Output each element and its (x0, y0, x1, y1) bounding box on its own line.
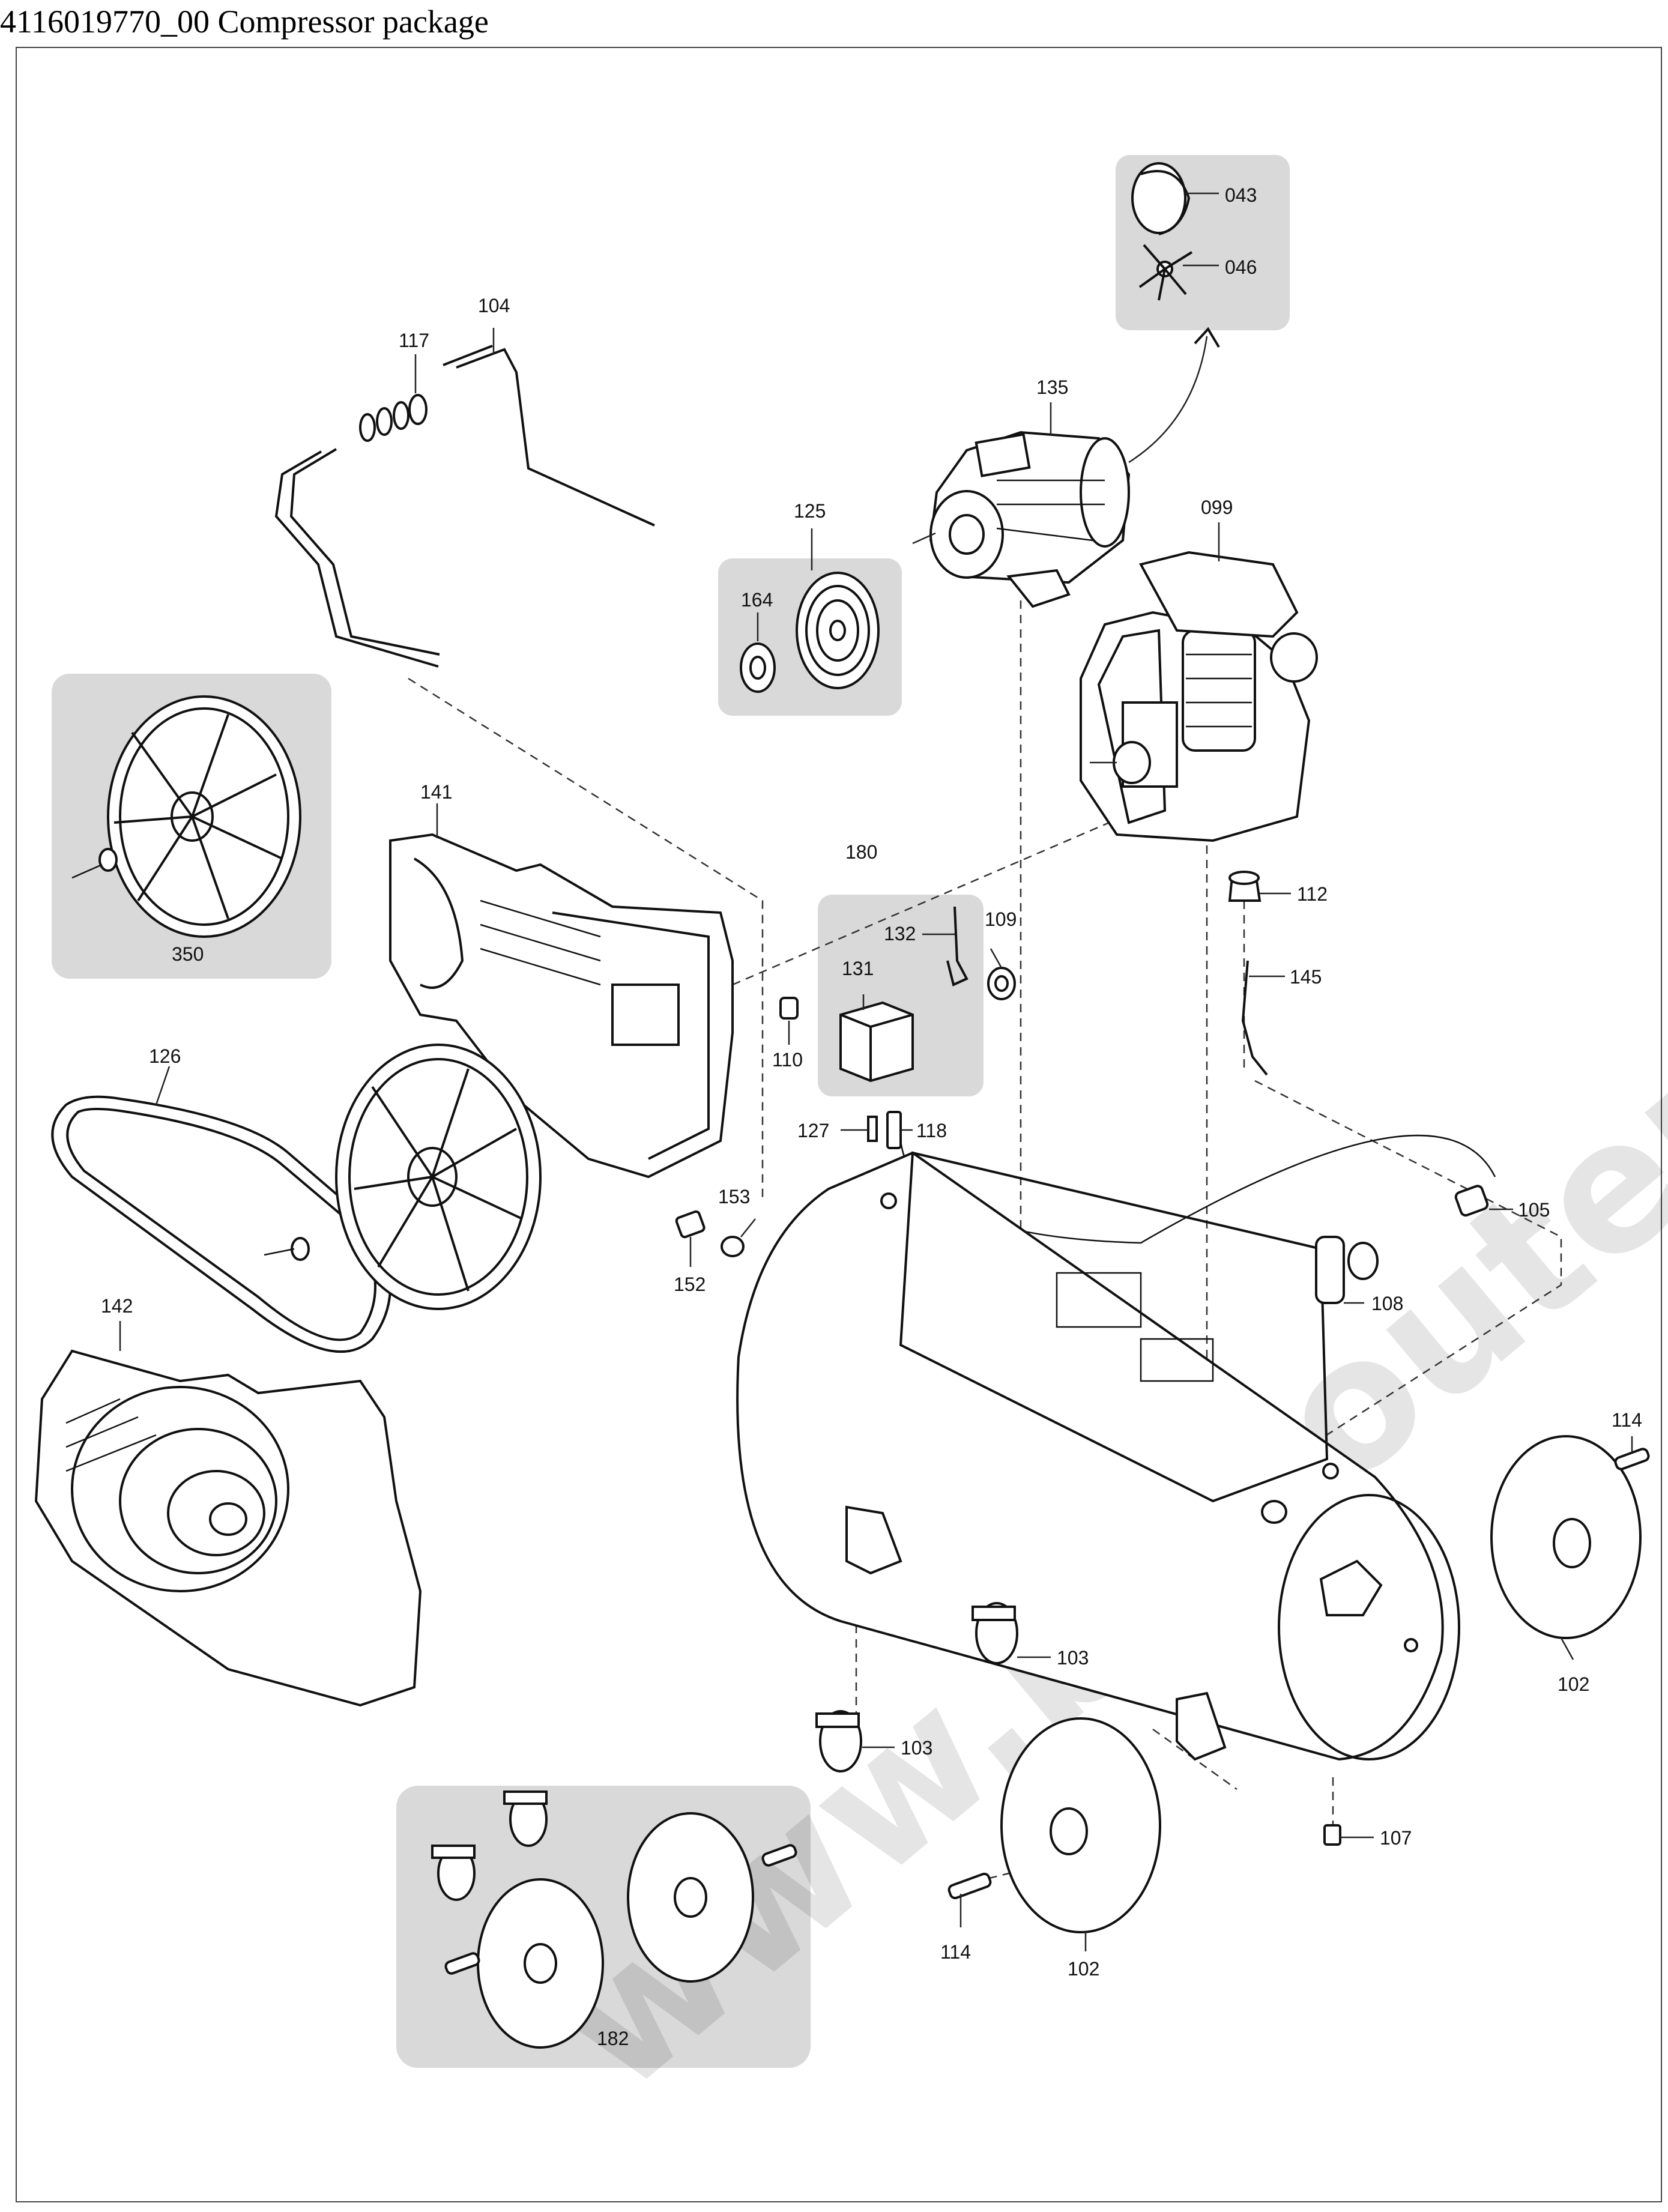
label-117: 117 (399, 330, 429, 351)
label-182: 182 (597, 2028, 629, 2049)
belt-guard-front-part (34, 1349, 422, 1707)
label-153: 153 (718, 1186, 750, 1207)
label-132: 132 (884, 923, 916, 944)
check-valve-part (1228, 871, 1262, 902)
label-152: 152 (674, 1274, 706, 1295)
drain-valve-part (1323, 1824, 1374, 1846)
label-118: 118 (916, 1120, 947, 1141)
pressure-switch-part (839, 1001, 914, 1083)
label-127: 127 (797, 1120, 829, 1141)
nipple-127-part (867, 1116, 878, 1142)
fan-cover-part (1131, 162, 1219, 235)
label-108: 108 (1371, 1293, 1403, 1314)
label-103-lower: 103 (901, 1737, 932, 1759)
label-102-right: 102 (1558, 1673, 1589, 1695)
flywheel-front-part (264, 1044, 542, 1310)
label-350: 350 (172, 943, 204, 965)
fan-detail-arrow (1128, 336, 1208, 464)
motor-pulley-part (796, 572, 880, 689)
label-164: 164 (741, 589, 773, 611)
label-105: 105 (1518, 1199, 1550, 1221)
label-109: 109 (985, 908, 1017, 930)
caster-wheel-upper-part (971, 1602, 1051, 1664)
compressor-pump-part (1080, 551, 1318, 842)
label-126: 126 (149, 1045, 181, 1067)
flywheel-part (71, 695, 301, 938)
fitting-110-part (779, 997, 799, 1020)
plug-152-part (675, 1210, 706, 1239)
pulley-bushing-part (740, 642, 776, 693)
label-110: 110 (772, 1049, 803, 1071)
electric-motor-part (912, 431, 1131, 608)
part-labels: 043 046 104 117 135 125 099 164 141 180 … (101, 184, 1642, 2049)
nut-109-part (987, 967, 1016, 1000)
label-046: 046 (1225, 256, 1257, 278)
fan-part (1138, 244, 1219, 301)
diagram-title: 4116019770_00 Compressor package (0, 4, 489, 40)
wheel-kit-part (431, 1790, 797, 2049)
label-141: 141 (420, 781, 452, 803)
delivery-pipe-part (1241, 960, 1268, 1076)
label-043: 043 (1225, 184, 1257, 206)
label-114-front: 114 (940, 1941, 971, 1963)
air-tank-part (736, 1151, 1460, 1761)
handle-part (274, 345, 655, 668)
wheel-front-part (1000, 1717, 1161, 1951)
label-112: 112 (1297, 883, 1328, 905)
axle-right-part (1614, 1436, 1650, 1470)
label-114-right: 114 (1612, 1409, 1642, 1431)
label-145: 145 (1290, 966, 1322, 988)
label-180: 180 (845, 841, 877, 863)
belt-guard-rear-part (389, 833, 734, 1179)
wheel-right-part (1490, 1435, 1642, 1660)
label-099: 099 (1201, 497, 1233, 518)
cable-gland-part (946, 906, 968, 987)
label-102-front: 102 (1068, 1958, 1099, 1980)
label-142: 142 (101, 1295, 133, 1317)
label-107: 107 (1380, 1827, 1412, 1849)
pipe-fitting-part (1454, 1185, 1489, 1217)
fan-detail-arrowhead (1194, 327, 1220, 348)
label-103-upper: 103 (1057, 1647, 1089, 1669)
nipple-118-part (886, 1111, 902, 1149)
handle-grip-part (359, 394, 428, 442)
plug-153-part (721, 1236, 745, 1257)
axle-front-part (947, 1872, 992, 1927)
caster-wheel-lower-part (815, 1710, 895, 1772)
label-131: 131 (842, 958, 874, 979)
safety-valve-part (1315, 1236, 1379, 1304)
diagram-frame (16, 47, 1662, 2202)
label-125: 125 (794, 500, 826, 522)
label-135: 135 (1036, 376, 1068, 398)
label-104: 104 (478, 295, 510, 316)
